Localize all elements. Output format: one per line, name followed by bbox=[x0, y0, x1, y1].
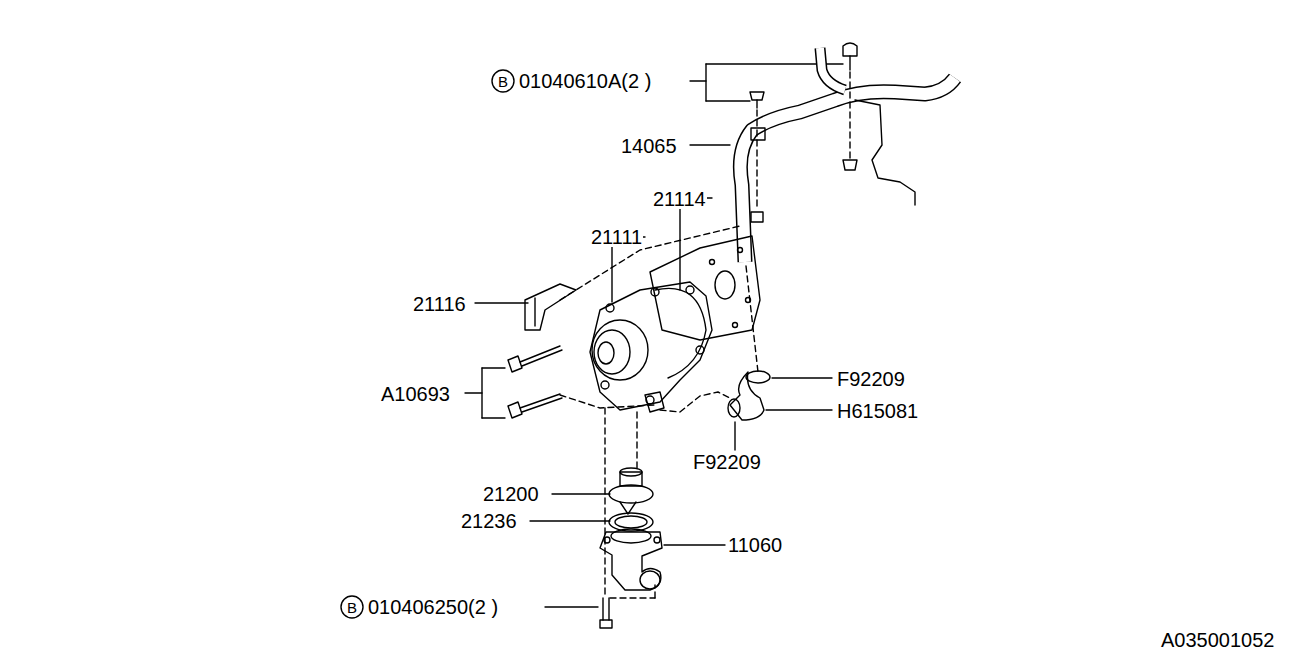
callout-number: 14065 bbox=[620, 136, 678, 156]
circle-letter: B bbox=[498, 74, 508, 89]
callout-number: 21116 bbox=[412, 294, 467, 314]
callout-number: F92209 bbox=[836, 369, 906, 389]
circle-letter: B bbox=[347, 600, 357, 615]
part-number: 010406250(2 ) bbox=[367, 597, 499, 617]
drawing-id: A035001052 bbox=[1160, 630, 1275, 650]
callout-number: H615081 bbox=[836, 401, 919, 421]
part-number: 01040610A(2 ) bbox=[518, 71, 652, 91]
callout-number: 11060 bbox=[727, 535, 783, 555]
callout-number: 21111 bbox=[590, 227, 643, 247]
callout-number: 21236 bbox=[460, 511, 518, 531]
callout-number: 21200 bbox=[482, 484, 540, 504]
callout-number: A10693 bbox=[380, 384, 451, 404]
callout-number: F92209 bbox=[692, 452, 762, 472]
callout-number: 21114 bbox=[652, 189, 707, 209]
